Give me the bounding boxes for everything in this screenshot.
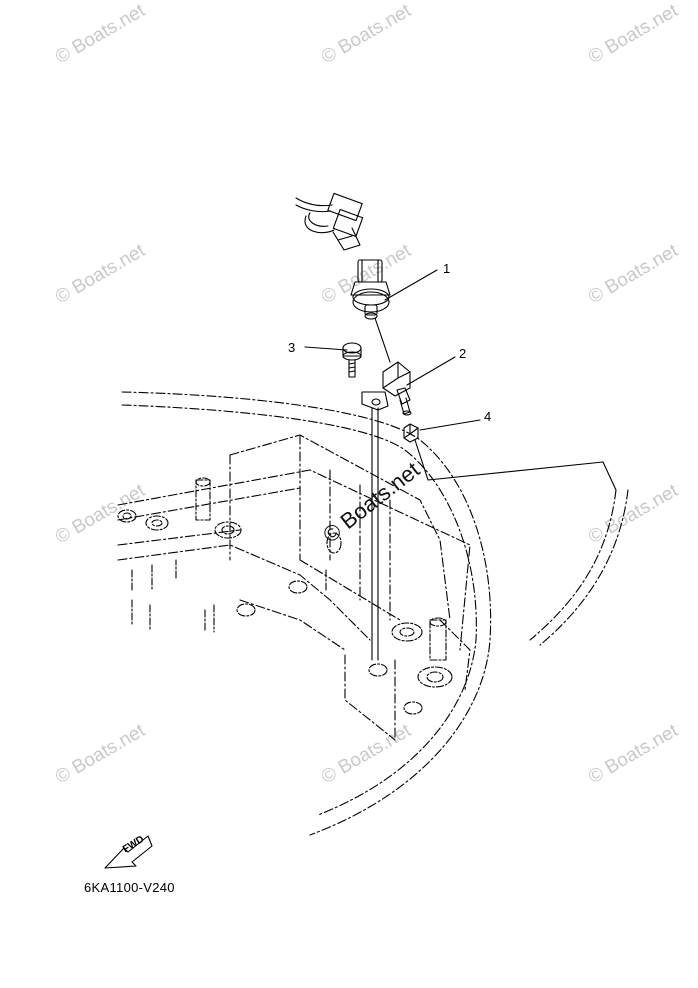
- part-2-fitting: [361, 361, 412, 416]
- leader-lines: [304, 269, 617, 491]
- engine-base-outline: [117, 391, 492, 836]
- callout-4: 4: [484, 409, 492, 424]
- part-3-bolt: [342, 342, 362, 378]
- hose: [529, 489, 617, 641]
- callout-1: 1: [443, 261, 451, 276]
- part-4-clip: [403, 423, 419, 443]
- assembly-axis: [371, 317, 391, 661]
- callout-3: 3: [288, 340, 296, 355]
- part-1-sensor: [350, 259, 391, 320]
- engine-bosses: [117, 477, 453, 715]
- fwd-arrow: [104, 835, 153, 869]
- wire-connector: [295, 192, 364, 251]
- hose: [539, 489, 629, 646]
- callout-2: 2: [459, 346, 467, 361]
- figure-code: 6KA1100-V240: [84, 880, 175, 895]
